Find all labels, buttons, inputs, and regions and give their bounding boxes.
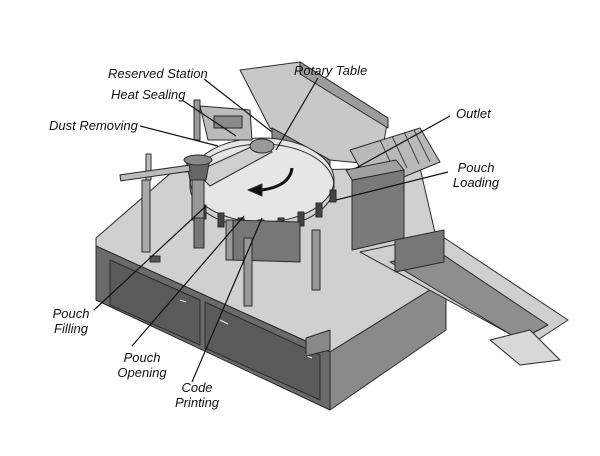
leader-rotary-table [275, 77, 319, 151]
label-heat-sealing: Heat Sealing [111, 87, 186, 102]
label-code-printing: Code Printing [174, 380, 220, 410]
pouch-loading-unit [351, 169, 405, 251]
leader-outlet [355, 115, 451, 169]
post-left [141, 179, 151, 253]
label-outlet: Outlet [456, 106, 491, 121]
label-reserved-station: Reserved Station [108, 66, 208, 81]
cabinet-door-1 [109, 259, 201, 346]
leader-dust-removing [139, 125, 219, 147]
base-front-right [329, 279, 447, 411]
feeder-box [394, 229, 445, 273]
leader-lines [93, 77, 451, 383]
label-dust-removing: Dust Removing [49, 118, 138, 133]
leader-pouch-filling [93, 205, 207, 311]
leader-code-printing [191, 217, 263, 383]
top-arm [195, 141, 273, 187]
label-pouch-filling: Pouch Filling [52, 306, 90, 336]
leader-reserved-station [203, 78, 273, 133]
label-pouch-opening: Pouch Opening [117, 350, 167, 380]
hub-column [229, 219, 301, 263]
rear-hood-side [299, 61, 389, 129]
leader-pouch-loading [335, 171, 449, 201]
leader-pouch-opening [131, 215, 245, 347]
cabinet-door-2 [204, 301, 321, 401]
rotation-arrow [261, 167, 294, 192]
label-rotary-table: Rotary Table [294, 63, 368, 78]
label-pouch-loading: Pouch Loading [452, 160, 500, 190]
leader-heat-sealing [181, 99, 237, 137]
